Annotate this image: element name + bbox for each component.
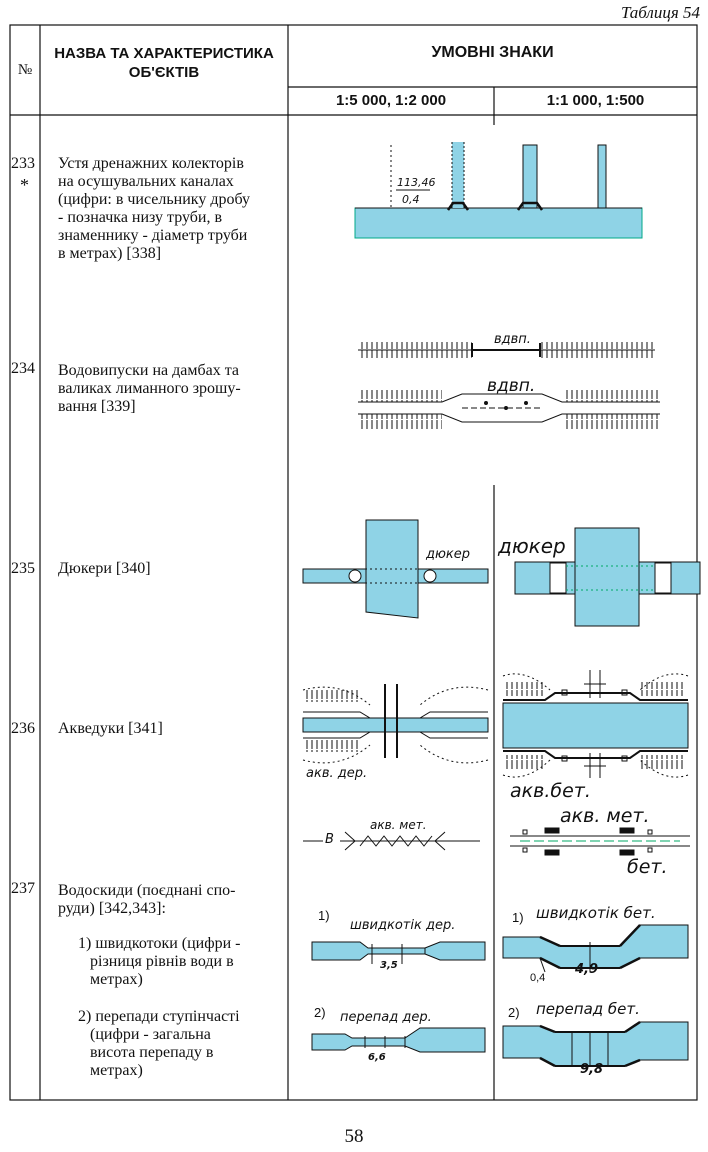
r236-label-met: акв. мет. (370, 818, 427, 832)
r233-numerator: 113,46 (397, 176, 436, 189)
header-symbols: УМОВНІ ЗНАКИ (431, 44, 554, 61)
r233-drain-symbol (354, 142, 643, 239)
r234-outlet-symbol (358, 342, 660, 430)
desc-line: метрах) (90, 1062, 143, 1079)
r236-label-bet: акв.бет. (510, 780, 591, 802)
r237-item-2-marker-2: 2) (508, 1005, 520, 1020)
desc-line: висота перепаду в (90, 1044, 214, 1061)
r237-item-1-marker-2: 1) (512, 910, 524, 925)
header-name-line1: НАЗВА ТА ХАРАКТЕРИСТИКА (54, 45, 274, 62)
header-scale-2: 1:1 000, 1:500 (546, 92, 645, 109)
desc-line: на осушувальних каналах (58, 173, 234, 190)
row-236-number: 236 (11, 720, 35, 737)
row-235-description: Дюкери [340] (58, 560, 151, 577)
desc-line: різниця рівнів води в (90, 953, 234, 970)
header-num: № (17, 62, 33, 78)
row-237-item-2: 2) перепади ступінчасті (цифри - загальн… (78, 1008, 283, 1080)
r237-spillway-symbols (311, 924, 689, 1068)
desc-line: в метрах) [338] (58, 245, 162, 262)
table-label: Таблиця 54 (620, 3, 700, 22)
header-name-line2: ОБ'ЄКТІВ (128, 64, 200, 81)
row-234-number: 234 (11, 360, 35, 377)
desc-line: (цифри: в чисельнику дробу (58, 191, 251, 208)
desc-line: Водовипуски на дамбах та (58, 362, 240, 379)
desc-line: Устя дренажних колекторів (58, 155, 244, 172)
row-235-number: 235 (11, 560, 35, 577)
r237-per-der: перепад дер. (340, 1010, 432, 1025)
r237-shv-der: швидкотік дер. (350, 918, 456, 933)
row-233-description: Устя дренажних колекторів на осушувальни… (58, 155, 283, 263)
r234-label-2: вдвп. (487, 376, 536, 396)
r237-item-2-marker: 2) (314, 1005, 326, 1020)
desc-line: метрах) (90, 971, 143, 988)
r236-b-label: В (325, 832, 334, 847)
desc-line: знаменнику - діаметр труби (58, 227, 248, 244)
row-237-number: 237 (11, 880, 35, 897)
r235-culvert-symbol (302, 519, 701, 627)
r237-per-bet-value: 9,8 (580, 1062, 604, 1077)
desc-line: валиках лиманного зрошу- (58, 380, 241, 397)
r237-item-1-marker: 1) (318, 908, 330, 923)
r236-label-bet-2: бет. (627, 856, 668, 878)
r233-denominator: 0,4 (402, 193, 420, 206)
r237-per-bet: перепад бет. (536, 1000, 640, 1018)
r236-aqueduct-symbol (302, 670, 690, 856)
row-234-description: Водовипуски на дамбах та валиках лиманно… (58, 362, 283, 416)
page-number: 58 (344, 1126, 364, 1147)
r234-label-1: вдвп. (494, 332, 531, 347)
row-233-mark: * (20, 175, 29, 195)
desc-line: (цифри - загальна (90, 1026, 211, 1043)
r236-label-met-2: акв. мет. (560, 805, 650, 827)
r235-label-large: дюкер (498, 534, 566, 558)
r236-label-der: акв. дер. (306, 766, 368, 781)
r235-label-small: дюкер (426, 547, 471, 562)
row-236-description: Акведуки [341] (58, 720, 163, 737)
row-237-item-1: 1) швидкотоки (цифри - різниця рівнів во… (78, 935, 283, 989)
r237-shv-der-value: 3,5 (380, 960, 398, 971)
r237-shv-bet: швидкотік бет. (536, 904, 656, 922)
row-233-number: 233 (11, 155, 35, 172)
r237-per-der-value: 6,6 (368, 1052, 386, 1063)
desc-line: - позначка низу труби, в (58, 209, 223, 226)
desc-line: вання [339] (58, 398, 136, 415)
r237-shv-bet-value: 4,9 (575, 962, 599, 977)
row-237-description: Водоскиди (поєднані спо- руди) [342,343]… (58, 882, 283, 918)
desc-line: 1) швидкотоки (цифри - (78, 935, 241, 952)
desc-line: руди) [342,343]: (58, 900, 166, 917)
desc-line: Водоскиди (поєднані спо- (58, 882, 236, 899)
desc-line: 2) перепади ступінчасті (78, 1008, 240, 1025)
header-scale-1: 1:5 000, 1:2 000 (335, 92, 447, 109)
r237-shv-bet-small: 0,4 (530, 972, 546, 984)
